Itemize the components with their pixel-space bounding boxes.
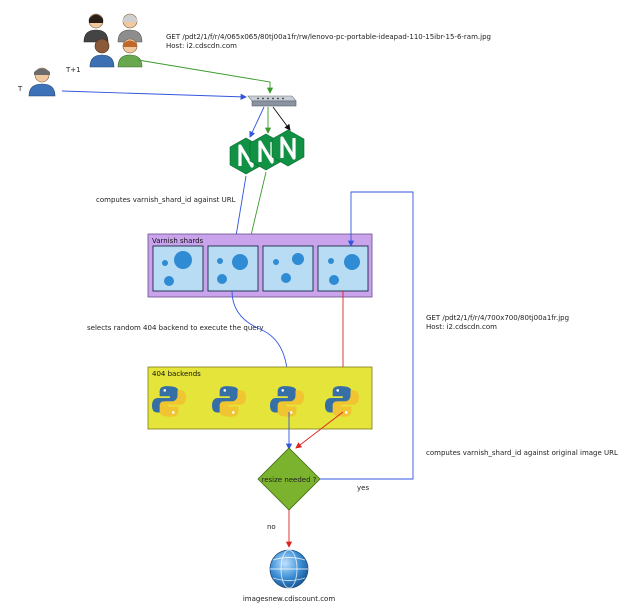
- varnish-shards-title: Varnish shards: [152, 237, 204, 245]
- varnish-shards-container: Varnish shards: [147, 233, 373, 298]
- varnish-shard: [317, 245, 369, 292]
- request-1-line-2: Host: i2.cdscdn.com: [166, 42, 237, 50]
- user-group-icon: [83, 13, 143, 68]
- request-1-line-1: GET /pdt2/1/f/r/4/065x065/80tj00a1fr/rw/…: [166, 33, 491, 41]
- arrow-blue-switch-to-nginx: [249, 106, 265, 138]
- resize-decision: resize needed ?: [257, 447, 321, 511]
- user-icon: [83, 13, 109, 43]
- compute-original-label: computes varnish_shard_id against origin…: [426, 449, 618, 457]
- select-backend-label: selects random 404 backend to execute th…: [87, 324, 264, 332]
- arrow-blue-shard-to-backend: [231, 290, 292, 385]
- resize-decision-label: resize needed ?: [261, 476, 316, 484]
- varnish-shard: [152, 245, 204, 292]
- user-icon: [89, 38, 115, 68]
- arrow-blue-yes-loop: [320, 191, 414, 480]
- user-icon: [28, 67, 56, 97]
- user-icon: [117, 13, 143, 43]
- arrow-green-users-to-switch: [137, 59, 274, 94]
- decision-no-label: no: [267, 523, 276, 531]
- request-2-line-2: Host: i2.cdscdn.com: [426, 323, 497, 331]
- backends-title: 404 backends: [152, 370, 201, 378]
- varnish-shard: [262, 245, 314, 292]
- nginx-icon: [271, 129, 305, 167]
- origin-label: imagesnew.cdiscount.com: [243, 595, 335, 603]
- varnish-shard: [207, 245, 259, 292]
- arrow-blue-user-to-switch: [61, 90, 247, 100]
- decision-yes-label: yes: [357, 484, 369, 492]
- globe-icon: [269, 549, 309, 589]
- backends-container: 404 backends: [147, 366, 373, 430]
- arrow-red-backend-to-decision: [295, 411, 344, 449]
- request-2-line-1: GET /pdt2/1/f/r/4/700x700/80tj00a1fr.jpg: [426, 314, 569, 322]
- arrow-black-switch-to-nginx: [272, 106, 291, 131]
- time-label-t-plus-1: T+1: [65, 66, 81, 74]
- user-icon: [117, 38, 143, 68]
- network-switch-icon: [247, 95, 297, 107]
- time-label-t: T: [17, 85, 23, 93]
- compute-shard-label: computes varnish_shard_id against URL: [96, 196, 236, 204]
